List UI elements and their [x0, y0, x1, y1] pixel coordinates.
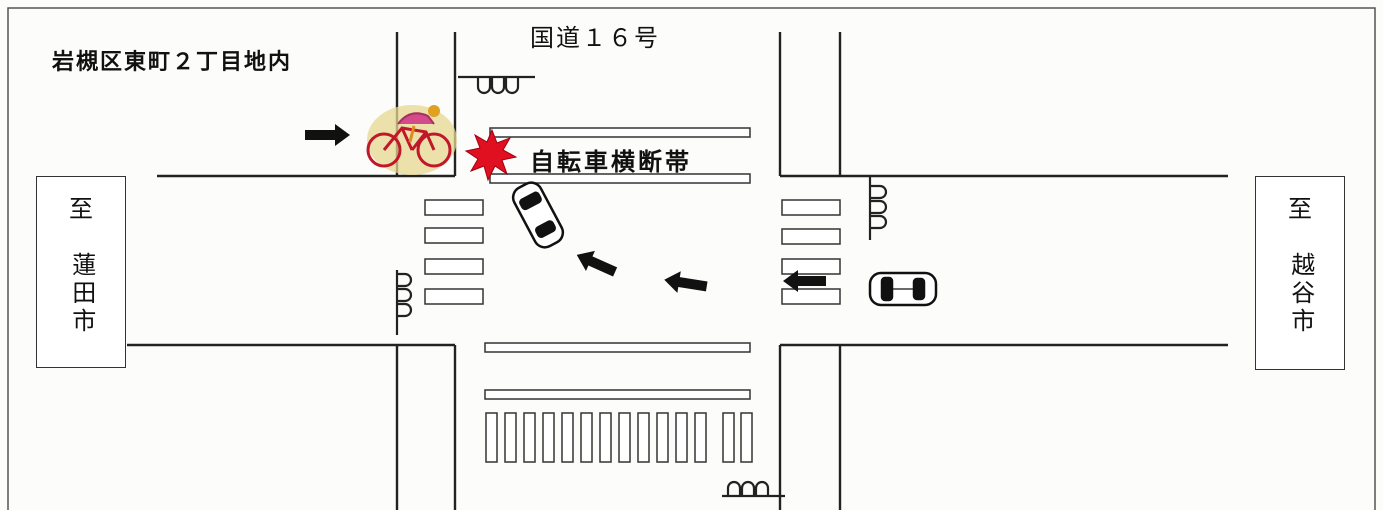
- bicycle-icon: [366, 105, 457, 175]
- traffic-signal-icon: [458, 75, 535, 95]
- traffic-signal-icon: [868, 176, 888, 240]
- arrow-icon: [664, 271, 708, 293]
- bicycle-crossing-lines: [489, 127, 751, 184]
- arrow-icon: [305, 124, 350, 146]
- east-destination-to: 至: [1288, 195, 1312, 223]
- south-crosswalk: [485, 412, 753, 463]
- arrow-icon: [576, 250, 618, 277]
- location-label: 岩槻区東町２丁目地内: [52, 50, 293, 75]
- traffic-signal-icon: [395, 270, 413, 335]
- main-road-edges: [127, 174, 1228, 347]
- south-stop-lines: [484, 342, 751, 400]
- west-destination-to: 至: [69, 195, 93, 223]
- car-icon: [511, 181, 565, 249]
- road-name-label: 国道１６号: [530, 24, 660, 52]
- cross-road-edges: [395, 32, 842, 510]
- east-destination-city: 越谷市: [1286, 252, 1315, 336]
- arrow-icon: [783, 270, 826, 292]
- car-icon: [868, 271, 938, 307]
- traffic-signal-icon: [722, 480, 785, 498]
- bicycle-crossing-label: 自転車横断帯: [530, 148, 692, 176]
- west-destination-sign: 至 蓮田市: [36, 176, 126, 368]
- west-crosswalk: [424, 199, 484, 305]
- east-destination-sign: 至 越谷市: [1255, 176, 1345, 370]
- collision-icon: [464, 128, 518, 182]
- west-destination-city: 蓮田市: [67, 252, 96, 336]
- map-frame: [7, 7, 1376, 510]
- east-crosswalk: [781, 199, 841, 305]
